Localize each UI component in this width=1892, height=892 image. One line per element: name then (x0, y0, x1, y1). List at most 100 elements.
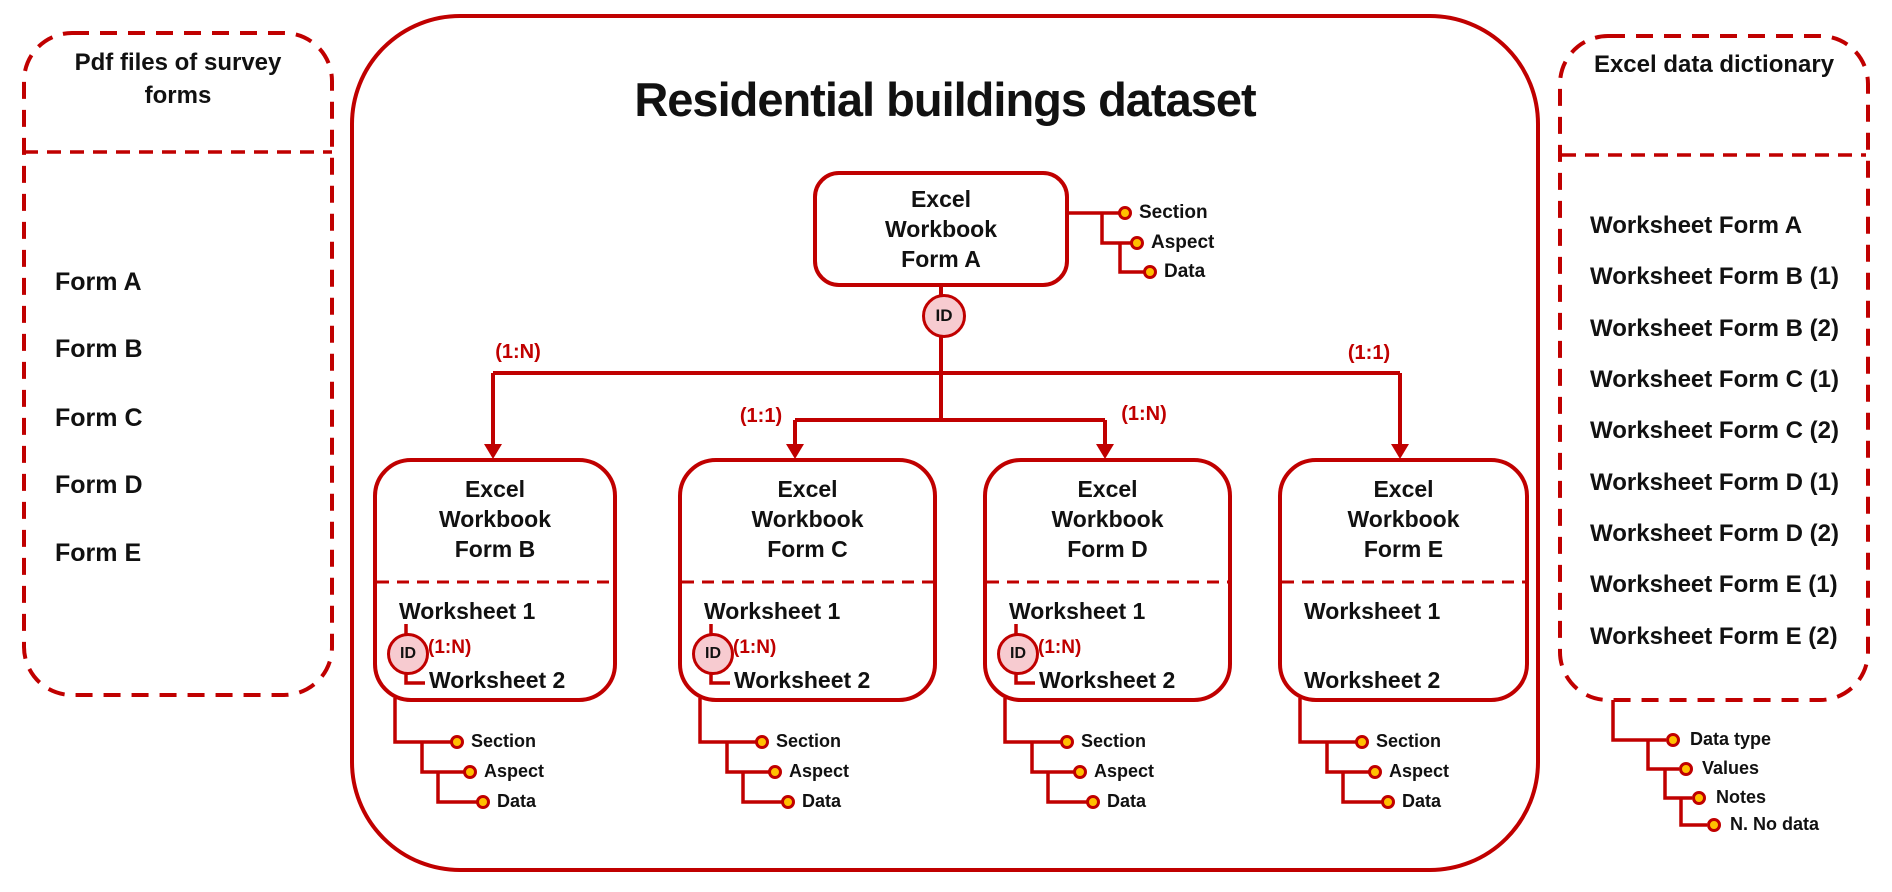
workbook-c-relation: (1:N) (733, 637, 777, 658)
workbook-e-line-1: Excel (1373, 476, 1434, 502)
workbook-a-attr-aspect: Aspect (1151, 232, 1215, 253)
workbook-a-box-border (813, 171, 1069, 287)
dict-attr-no-data: N. No data (1730, 814, 1820, 834)
workbook-d-line-2: Workbook (1051, 506, 1164, 532)
branch-label-d: (1:N) (1121, 403, 1167, 425)
pdf-item-form-d: Form D (55, 471, 143, 499)
workbook-d-worksheet-2: Worksheet 2 (1039, 667, 1176, 693)
bullet-icon (1118, 206, 1132, 220)
bullet-icon (768, 765, 782, 779)
bullet-icon (1355, 735, 1369, 749)
workbook-b-line-3: Form B (454, 536, 536, 562)
branch-label-c: (1:1) (739, 405, 783, 427)
bullet-icon (1666, 733, 1680, 747)
bullet-icon (1679, 762, 1693, 776)
dict-item-0: Worksheet Form A (1590, 212, 1803, 239)
bullet-icon (755, 735, 769, 749)
workbook-c-worksheet-1: Worksheet 1 (704, 598, 841, 624)
workbook-d-attr-section: Section (1081, 731, 1147, 751)
workbook-e-attr-aspect: Aspect (1389, 761, 1450, 781)
workbook-c-id-key: ID (692, 633, 734, 675)
arrow-down-icon (1096, 444, 1114, 459)
dictionary-panel-border (1558, 34, 1870, 702)
bullet-icon (1143, 265, 1157, 279)
workbook-c-line-3: Form C (767, 536, 848, 562)
workbook-attr-connectors (393, 698, 1382, 804)
dict-item-6: Worksheet Form D (2) (1590, 520, 1839, 547)
bullet-icon (1086, 795, 1100, 809)
workbook-c-line-1: Excel (777, 476, 838, 502)
workbook-d-line-3: Form D (1067, 536, 1148, 562)
workbook-d-id-key: ID (997, 633, 1039, 675)
workbook-c-line-2: Workbook (751, 506, 864, 532)
workbook-a-attr-connector (1067, 211, 1144, 274)
dict-attr-data-type: Data type (1690, 729, 1772, 749)
workbook-b-worksheet-1: Worksheet 1 (399, 598, 536, 624)
workbook-c-attr-aspect: Aspect (789, 761, 850, 781)
workbook-e-line-2: Workbook (1347, 506, 1460, 532)
dict-item-5: Worksheet Form D (1) (1590, 469, 1839, 496)
bullet-icon (476, 795, 490, 809)
workbook-c-attr-section: Section (776, 731, 842, 751)
pdf-item-form-b: Form B (55, 335, 143, 363)
workbook-b-line-2: Workbook (438, 506, 552, 532)
arrowheads (484, 444, 1409, 459)
dictionary-attr-bullets (1666, 733, 1721, 832)
workbook-b-attr-data: Data (497, 791, 537, 811)
workbook-b-attr-section: Section (471, 731, 537, 751)
bullet-icon (781, 795, 795, 809)
dictionary-panel-title: Excel data dictionary (1593, 51, 1835, 78)
dict-item-8: Worksheet Form E (2) (1590, 623, 1838, 650)
bullet-icon (1060, 735, 1074, 749)
branch-label-e: (1:1) (1347, 342, 1391, 364)
workbook-e-line-3: Form E (1363, 536, 1444, 562)
pdf-panel-border (22, 31, 334, 697)
arrow-down-icon (1391, 444, 1409, 459)
workbook-d-attr-aspect: Aspect (1094, 761, 1155, 781)
workbook-a-attr-bullets (1118, 206, 1157, 279)
dict-attr-notes: Notes (1716, 787, 1767, 807)
workbook-b-box-border (373, 458, 617, 702)
workbook-a-line-3: Form A (901, 246, 981, 272)
workbook-a-line-2: Workbook (884, 216, 998, 242)
workbook-a-attr-data: Data (1164, 261, 1206, 282)
workbook-b-relation: (1:N) (428, 637, 472, 658)
root-id-key: ID (922, 294, 966, 338)
workbook-b-id-key: ID (387, 633, 429, 675)
dict-item-1: Worksheet Form B (1) (1590, 263, 1839, 290)
workbook-a-line-1: Excel (910, 186, 972, 212)
dict-item-7: Worksheet Form E (1) (1590, 571, 1838, 598)
bullet-icon (1073, 765, 1087, 779)
bullet-icon (450, 735, 464, 749)
pdf-panel-title: Pdf files of survey forms (74, 49, 282, 109)
workbook-c-attr-data: Data (802, 791, 842, 811)
bullet-icon (1707, 818, 1721, 832)
branch-label-b: (1:N) (495, 341, 541, 363)
bullet-icon (1381, 795, 1395, 809)
dict-item-2: Worksheet Form B (2) (1590, 315, 1839, 342)
workbook-b-line-1: Excel (464, 476, 526, 502)
workbook-d-worksheet-1: Worksheet 1 (1009, 598, 1146, 624)
arrow-down-icon (786, 444, 804, 459)
workbook-c-worksheet-2: Worksheet 2 (734, 667, 871, 693)
bullet-icon (1130, 236, 1144, 250)
workbook-e-worksheet-2: Worksheet 2 (1304, 667, 1441, 693)
workbook-b-attr-aspect: Aspect (484, 761, 545, 781)
workbook-e-attr-section: Section (1376, 731, 1442, 751)
dict-item-3: Worksheet Form C (1) (1590, 366, 1839, 393)
dict-attr-values: Values (1702, 758, 1760, 778)
workbook-d-relation: (1:N) (1038, 637, 1082, 658)
pdf-item-form-e: Form E (55, 539, 142, 567)
bullet-icon (1368, 765, 1382, 779)
workbook-a-attr-section: Section (1139, 202, 1208, 223)
pdf-item-form-c: Form C (55, 404, 143, 432)
workbook-c-box-border (678, 458, 937, 702)
workbook-d-line-1: Excel (1077, 476, 1138, 502)
workbook-d-attr-data: Data (1107, 791, 1147, 811)
workbook-e-attr-data: Data (1402, 791, 1442, 811)
dictionary-attr-connector (1611, 700, 1707, 827)
dict-item-4: Worksheet Form C (2) (1590, 417, 1839, 444)
workbook-e-box-border (1278, 458, 1529, 702)
